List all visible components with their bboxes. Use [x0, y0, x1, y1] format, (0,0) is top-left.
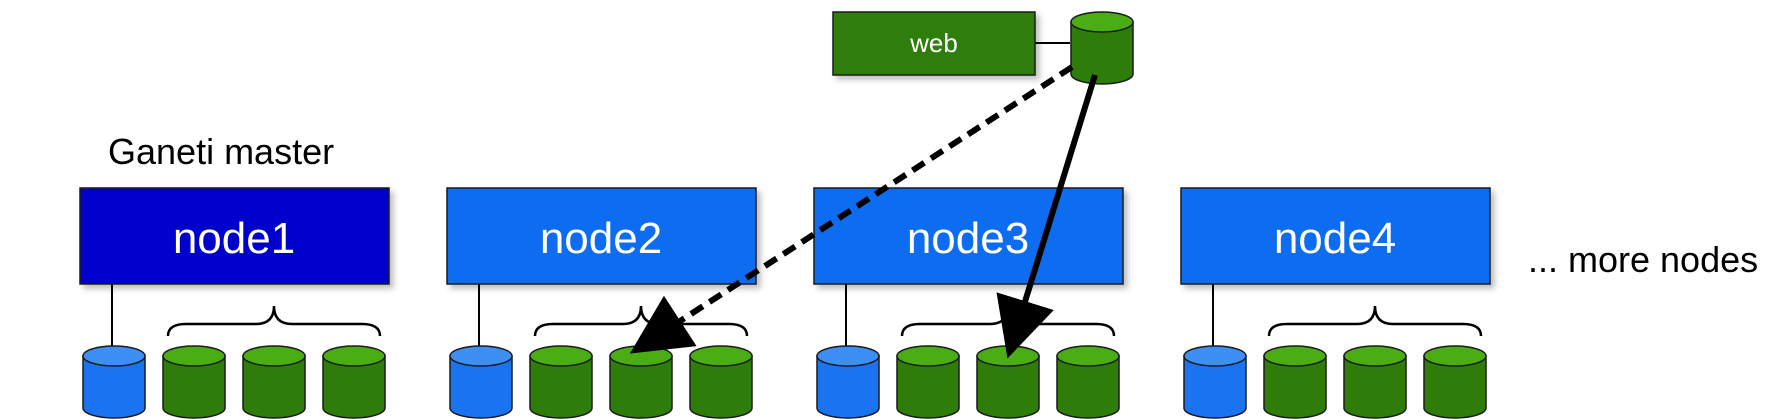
instance-disk-icon[interactable] [162, 345, 226, 419]
node1-box[interactable] [79, 187, 390, 285]
instance-disk-icon[interactable] [322, 345, 386, 419]
instance-disk-icon[interactable] [976, 345, 1040, 419]
instance-brace [900, 305, 1116, 337]
node2-label: node2 [540, 214, 662, 263]
node1-storage [82, 284, 386, 419]
web-disk-icon [1070, 11, 1134, 85]
node1-label: node1 [173, 214, 295, 263]
node2-storage [449, 284, 753, 419]
node-group-2: node2 [446, 187, 757, 285]
ganeti-master-label: Ganeti master [108, 131, 334, 172]
disks-layer [82, 284, 1487, 419]
instance-disk-icon[interactable] [529, 345, 593, 419]
instance-disk-icon[interactable] [1056, 345, 1120, 419]
instance-disk-icon[interactable] [242, 345, 306, 419]
migration-arrow-dashed [629, 64, 1074, 354]
more-nodes-label: ... more nodes [1528, 239, 1758, 280]
node4-label: node4 [1274, 214, 1396, 263]
node4-box[interactable] [1180, 187, 1491, 285]
node2-box[interactable] [446, 187, 757, 285]
replication-arrow-solid [996, 74, 1098, 359]
web-disk-cylinder-icon[interactable] [1070, 11, 1134, 85]
node4-storage [1183, 284, 1487, 419]
node-system-disk-icon[interactable] [1183, 345, 1247, 419]
instance-disk-icon[interactable] [896, 345, 960, 419]
instance-brace [166, 305, 382, 337]
web-label: web [909, 28, 958, 58]
node-group-3: node3 [813, 187, 1124, 285]
node-group-4: node4 [1180, 187, 1491, 285]
node-system-disk-icon[interactable] [816, 345, 880, 419]
node3-box[interactable] [813, 187, 1124, 285]
instance-disk-icon[interactable] [609, 345, 673, 419]
instance-disk-icon[interactable] [1423, 345, 1487, 419]
node-system-disk-icon[interactable] [82, 345, 146, 419]
instance-brace [1267, 305, 1483, 337]
instance-disk-icon[interactable] [689, 345, 753, 419]
web-box[interactable] [832, 11, 1036, 76]
node3-storage [816, 284, 1120, 419]
instance-disk-icon[interactable] [1343, 345, 1407, 419]
instance-disk-icon[interactable] [1263, 345, 1327, 419]
node-system-disk-icon[interactable] [449, 345, 513, 419]
web-group: web [832, 11, 1134, 85]
instance-brace [533, 305, 749, 337]
node-group-1: node1 [79, 187, 390, 285]
node3-label: node3 [907, 214, 1029, 263]
nodes-layer: node1 node2 node3 node4 [79, 187, 1491, 285]
